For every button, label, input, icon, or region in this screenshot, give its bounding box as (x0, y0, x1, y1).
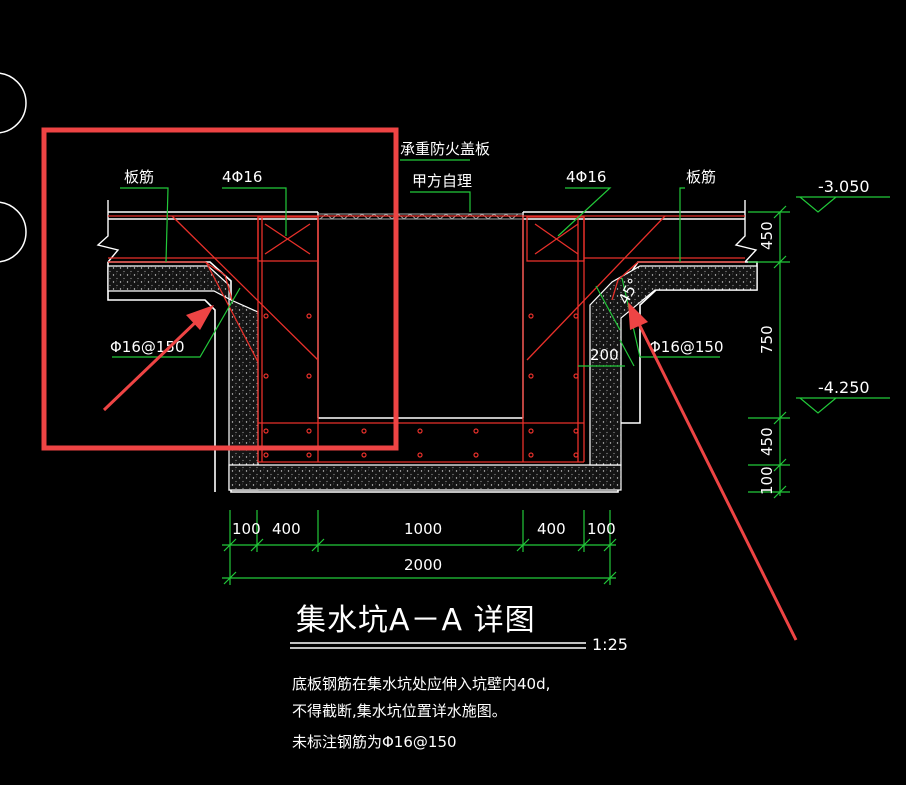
slab-rebar-label-right: 板筋 (686, 168, 716, 186)
note-line-3: 未标注钢筋为Φ16@150 (292, 733, 457, 751)
vertical-dim-2: 750 (758, 325, 776, 354)
upper-slab (96, 200, 758, 419)
bars-label-left: 4Φ16 (222, 168, 262, 186)
drawing-scale: 1:25 (592, 635, 628, 654)
rebar-dots (263, 313, 579, 458)
annotation-arrow-left (102, 305, 214, 412)
elevation-bottom: -4.250 (818, 378, 870, 397)
horizontal-dim-5: 100 (587, 520, 616, 538)
concrete-section (107, 261, 758, 493)
vertical-dim-3: 450 (758, 427, 776, 456)
pit-wall-right-fill (589, 265, 758, 466)
drawing-title: 集水坑A－A 详图 (296, 603, 536, 638)
horizontal-dim-1: 100 (232, 520, 261, 538)
cover-label-line2: 甲方自理 (412, 172, 472, 190)
total-dim: 2000 (404, 556, 442, 574)
horizontal-dim-4: 400 (537, 520, 566, 538)
horizontal-dimension (222, 510, 617, 585)
slab-rebar-label-left: 板筋 (124, 168, 154, 186)
pit-floor-fill (228, 464, 622, 491)
grid-bubble-upper (0, 72, 27, 134)
title-underline (290, 642, 586, 649)
annotation-arrow-right (628, 302, 798, 641)
rebar-group (108, 215, 745, 463)
dim-200-label: 200 (590, 346, 619, 364)
leader-lines (112, 159, 720, 367)
elevation-top: -3.050 (818, 177, 870, 196)
vertical-dim-4: 100 (758, 466, 776, 495)
cover-label-line1: 承重防火盖板 (400, 140, 490, 158)
horizontal-dim-3: 1000 (404, 520, 442, 538)
note-line-2: 不得截断,集水坑位置详水施图。 (292, 702, 507, 720)
vertical-dim-1: 450 (758, 221, 776, 250)
rebar-spacing-label-right: Φ16@150 (649, 338, 724, 356)
vertical-dimension (748, 196, 890, 499)
horizontal-dim-2: 400 (272, 520, 301, 538)
highlight-box (41, 127, 399, 451)
rebar-spacing-label-left: Φ16@150 (110, 338, 185, 356)
grid-bubble-lower (0, 201, 27, 263)
bars-label-right: 4Φ16 (566, 168, 606, 186)
note-line-1: 底板钢筋在集水坑处应伸入坑壁内40d, (292, 675, 550, 693)
